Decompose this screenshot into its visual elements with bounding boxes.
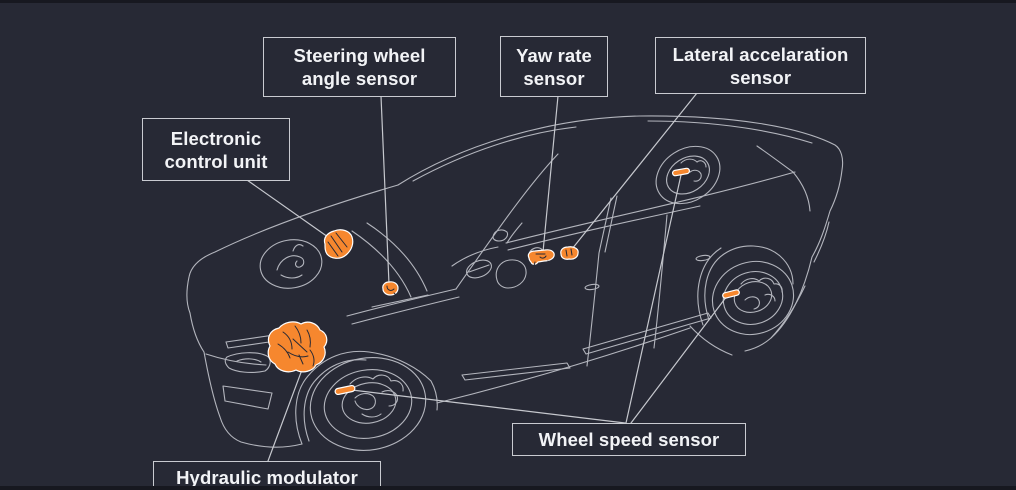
label-text: Electronic [170, 127, 262, 149]
label-text: Hydraulic modulator [176, 467, 358, 488]
leader-ecu [246, 179, 329, 238]
lateral-acceleration-sensor [560, 246, 579, 260]
leader-wheel-far [625, 174, 682, 424]
leader-yaw [542, 95, 559, 253]
label-text: Lateral accelaration [672, 43, 849, 65]
label-steering-wheel-angle-sensor: Steering wheel angle sensor [263, 37, 456, 97]
label-lateral-acceleration-sensor: Lateral accelaration sensor [655, 37, 866, 94]
leader-hydraulic [267, 366, 304, 462]
label-text: Wheel speed sensor [538, 429, 720, 450]
label-text: Yaw rate [516, 44, 592, 66]
leader-steering [380, 95, 390, 285]
wheel-speed-sensor-front [334, 384, 356, 396]
label-text: Steering wheel [293, 45, 426, 66]
leader-wheel-rear [630, 295, 728, 424]
label-yaw-rate-sensor: Yaw rate sensor [500, 36, 608, 97]
label-text: sensor [523, 67, 585, 89]
leader-wheel-front [351, 389, 626, 424]
letterbox-bottom [0, 486, 1016, 490]
wheel-speed-sensor-rear [722, 289, 740, 299]
letterbox-top [0, 0, 1016, 3]
electronic-control-unit [323, 229, 354, 259]
label-text: control unit [164, 150, 268, 172]
wheel-speed-sensor-far [671, 167, 691, 177]
hydraulic-modulator [267, 321, 328, 373]
label-text: sensor [729, 66, 792, 88]
leader-lines [246, 92, 728, 462]
steering-wheel-angle-sensor [382, 281, 399, 297]
label-electronic-control-unit: Electronic control unit [142, 118, 290, 181]
highlighted-components [267, 167, 740, 396]
leader-lateral [571, 92, 698, 250]
label-wheel-speed-sensor: Wheel speed sensor [512, 423, 746, 456]
yaw-rate-sensor [527, 249, 555, 267]
car-wireframe [186, 115, 844, 451]
label-hydraulic-modulator: Hydraulic modulator [153, 461, 381, 490]
label-text: angle sensor [301, 68, 418, 89]
